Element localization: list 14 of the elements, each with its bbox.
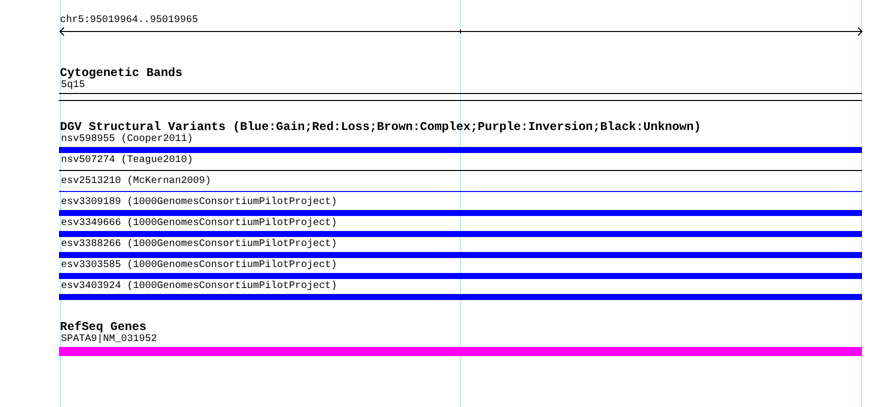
feature-label: esv3388266 (1000GenomesConsortiumPilotProject) [61, 239, 338, 251]
feature-label: SPATA9|NM_031952 [61, 334, 158, 346]
feature-label: esv2513210 (McKernan2009) [61, 176, 212, 188]
feature-label: esv3309189 (1000GenomesConsortiumPilotProject) [61, 197, 338, 209]
feature-label: esv3403924 (1000GenomesConsortiumPilotProject) [61, 281, 338, 293]
track-title: RefSeq Genes [60, 321, 146, 333]
feature-label: esv3303585 (1000GenomesConsortiumPilotProject) [61, 260, 338, 272]
coordinate-label: chr5:95019964..95019965 [60, 15, 198, 27]
track-title: DGV Structural Variants (Blue:Gain;Red:Loss;Brown:Complex;Purple:Inversion;Black:Unknown) [60, 121, 701, 133]
feature-label: esv3349666 (1000GenomesConsortiumPilotProject) [61, 218, 338, 230]
feature-label: 5q15 [61, 80, 86, 92]
feature-label: nsv598955 (Cooper2011) [61, 134, 194, 146]
feature-label: nsv507274 (Teague2010) [61, 155, 194, 167]
track-title: Cytogenetic Bands [60, 67, 182, 79]
